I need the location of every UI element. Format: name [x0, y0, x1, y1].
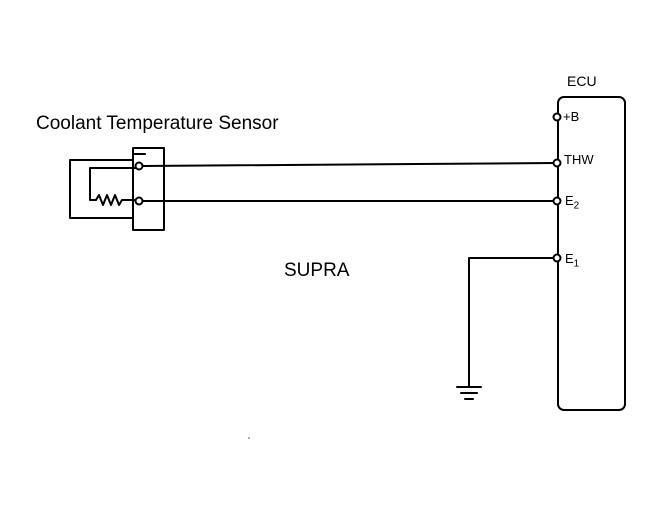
speck	[248, 437, 250, 439]
terminal-circle-icon	[552, 196, 562, 206]
terminal-b-plus-label: +B	[563, 109, 580, 124]
model-label: SUPRA	[284, 260, 350, 281]
terminal-e2-label: E2	[565, 194, 579, 212]
wire-e1-ground	[468, 257, 554, 387]
terminal-e2-subscript: 2	[573, 200, 580, 212]
ecu-label: ECU	[567, 73, 597, 89]
resistor-icon	[95, 194, 136, 206]
terminal-thw-label: THW	[564, 152, 594, 167]
ecu-box	[557, 96, 626, 411]
terminal-e1-letter: E	[565, 251, 574, 266]
terminal-circle-icon	[134, 161, 144, 171]
sensor-internal-wire	[89, 167, 140, 201]
sensor-label: Coolant Temperature Sensor	[36, 113, 279, 134]
ground-icon	[456, 386, 482, 400]
wire-thw	[142, 162, 555, 167]
terminal-circle-icon	[552, 253, 562, 263]
terminal-e1-label: E1	[565, 252, 579, 270]
terminal-circle-icon	[552, 112, 562, 122]
terminal-circle-icon	[552, 158, 562, 168]
terminal-e1-subscript: 1	[573, 258, 580, 270]
terminal-e2-letter: E	[565, 193, 574, 208]
terminal-circle-icon	[134, 196, 144, 206]
sensor-connector-housing	[132, 147, 165, 231]
